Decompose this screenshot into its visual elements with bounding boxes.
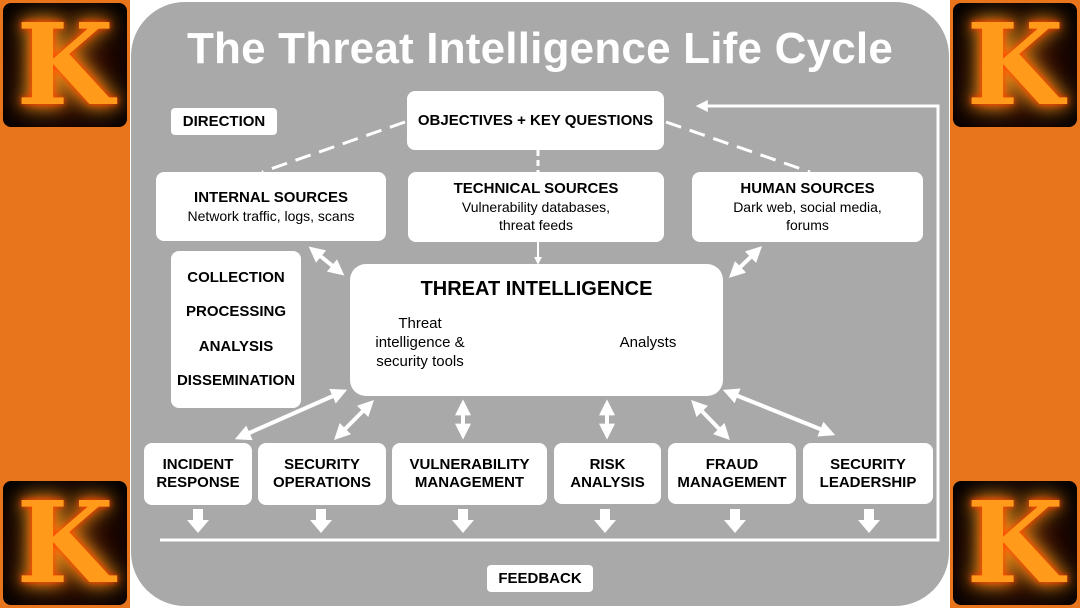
threat-intelligence-title: THREAT INTELLIGENCE [420,278,653,300]
down-arrow [724,509,746,533]
threat-intelligence-box: THREAT INTELLIGENCE [350,264,723,396]
internal-sources-box: INTERNAL SOURCES Network traffic, logs, … [156,172,386,241]
consumer-line1: RISK [589,455,626,473]
consumer-risk-analysis: RISK ANALYSIS [554,443,661,504]
technical-sources-desc-line2: threat feeds [499,217,573,233]
consumer-line2: MANAGEMENT [677,473,787,491]
center-left-line1: Threat [398,315,442,332]
technical-sources-title: TECHNICAL SOURCES [453,180,619,197]
center-left-text: Threat intelligence & security tools [352,314,488,371]
consumer-line1: SECURITY [830,455,906,473]
consumer-line2: LEADERSHIP [819,473,917,491]
feedback-label: FEEDBACK [487,565,593,592]
k-logo-top-left: K [3,3,127,127]
internal-sources-desc: Network traffic, logs, scans [187,207,355,224]
consumer-vulnerability-management: VULNERABILITY MANAGEMENT [392,443,547,505]
logo-letter: K [966,481,1064,605]
phase-dissemination: DISSEMINATION [176,371,296,389]
down-arrow [594,509,616,533]
k-logo-top-right: K [953,3,1077,127]
arrow-human-center [728,246,763,278]
dash-to-human [665,120,811,174]
down-arrow [310,509,332,533]
phase-collection: COLLECTION [187,269,285,287]
arrow-center-incident [234,388,348,441]
k-logo-bottom-left: K [3,481,127,605]
consumer-line2: MANAGEMENT [414,474,525,491]
consumer-security-leadership: SECURITY LEADERSHIP [803,443,933,504]
logo-letter: K [16,481,114,605]
direction-label: DIRECTION [171,108,277,135]
feedback-loop-line [160,100,940,542]
consumer-line2: ANALYSIS [570,473,645,491]
consumer-line2: RESPONSE [156,474,240,491]
consumer-fraud-management: FRAUD MANAGEMENT [668,443,796,504]
consumer-line1: SECURITY [284,456,360,473]
down-arrow [187,509,209,533]
consumer-security-operations: SECURITY OPERATIONS [258,443,386,505]
human-sources-desc-line1: Dark web, social media, [733,199,882,215]
human-sources-desc-line2: forums [786,217,829,233]
arrow-center-fraud [691,399,730,441]
technical-sources-box: TECHNICAL SOURCES Vulnerability database… [408,172,664,242]
phases-box: COLLECTION PROCESSING ANALYSIS DISSEMINA… [171,251,301,408]
arrow-center-secops [334,400,374,440]
arrow-internal-center [308,246,345,276]
human-sources-title: HUMAN SOURCES [740,180,875,197]
dash-to-internal [261,120,406,174]
down-arrow [452,509,474,533]
objectives-box: OBJECTIVES + KEY QUESTIONS [407,91,664,150]
k-logo-bottom-right: K [953,481,1077,605]
technical-sources-desc-line1: Vulnerability databases, [461,199,611,215]
consumer-line1: INCIDENT [162,456,234,473]
down-arrow [858,509,880,533]
center-right-text: Analysts [619,334,677,351]
consumer-line1: VULNERABILITY [409,456,530,473]
consumer-line2: OPERATIONS [272,474,372,491]
logo-letter: K [16,3,114,127]
logo-letter: K [966,3,1064,127]
center-left-line2: intelligence & [375,334,465,351]
internal-sources-title: INTERNAL SOURCES [194,188,348,206]
phase-analysis: ANALYSIS [198,337,274,355]
human-sources-box: HUMAN SOURCES Dark web, social media, fo… [692,172,923,242]
center-left-line3: security tools [376,353,464,370]
objectives-label: OBJECTIVES + KEY QUESTIONS [417,111,654,129]
down-arrows [187,509,880,533]
diagram-title: The Threat Intelligence Life Cycle [186,24,894,73]
arrow-center-leadership [722,388,836,437]
consumer-incident-response: INCIDENT RESPONSE [144,443,252,505]
consumer-line1: FRAUD [705,455,759,473]
phase-processing: PROCESSING [185,303,287,321]
